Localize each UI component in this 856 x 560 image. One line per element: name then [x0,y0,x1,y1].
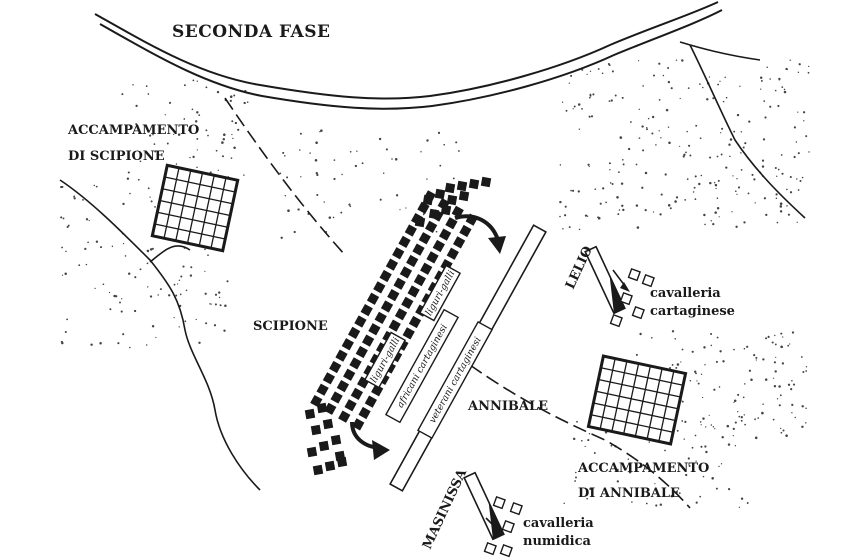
wing-arrow-top [454,214,506,254]
river [94,1,723,110]
scipio-camp-label-1: ACCAMPAMENTO [67,123,199,138]
road [224,97,691,509]
annibale-label: ANNIBALE [467,399,548,414]
map-title: SECONDA FASE [172,22,330,42]
lelio-label: LELIO [563,244,596,292]
roman-formation [304,176,492,476]
scipio-camp-label-2: DI SCIPIONE [68,149,165,164]
terrain-hatching [60,59,810,508]
cav-num-label-1: cavalleria [523,516,594,531]
cav-cart-label-1: cavalleria [650,286,721,301]
scipione-label: SCIPIONE [253,319,328,334]
lelio-cavalry-icon [584,245,655,328]
hannibal-camp-label-2: DI ANNIBALE [578,486,680,501]
hannibal-camp-icon [586,354,688,446]
streams [59,41,806,491]
cav-cart-label-2: cartaginese [650,304,735,319]
wing-arrow-bottom [350,421,390,460]
masinissa-cavalry-icon [463,471,523,558]
masinissa-label: MASINISSA [420,466,471,552]
scipio-camp-icon [150,163,240,253]
cav-num-label-2: numidica [523,534,592,549]
hannibal-camp-label-1: ACCAMPAMENTO [577,461,709,476]
